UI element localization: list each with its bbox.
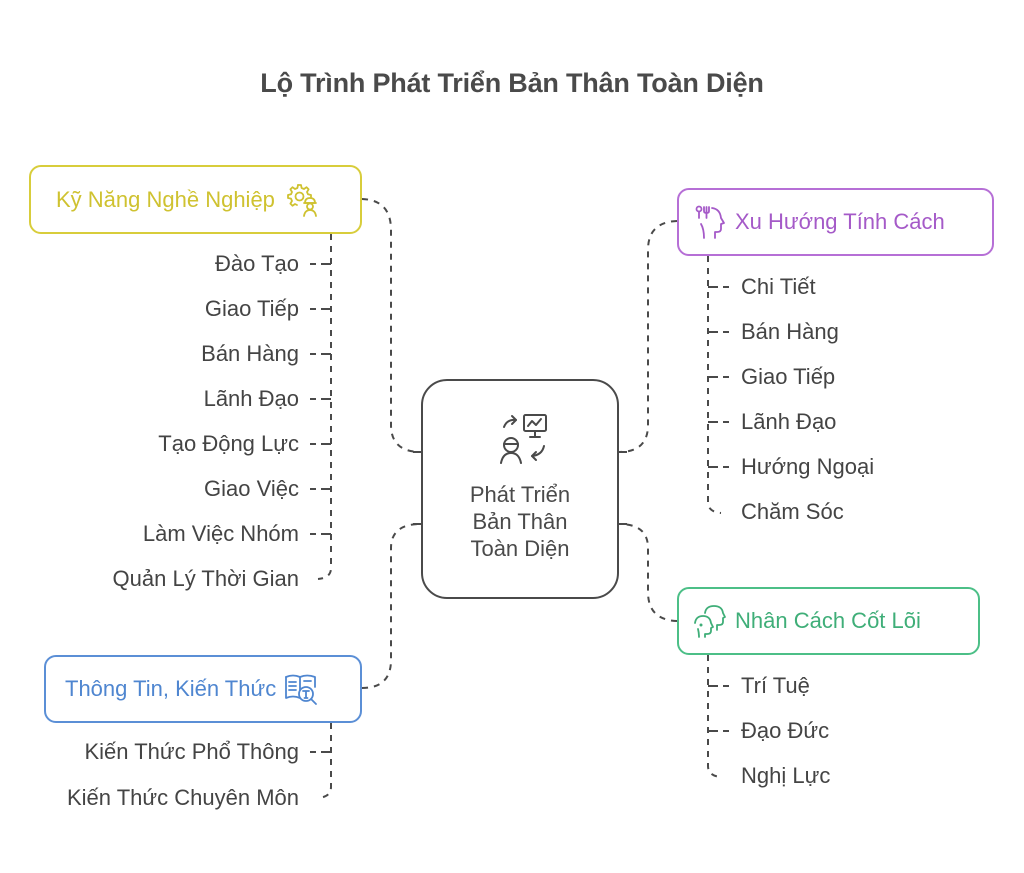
- branch-career-skills[interactable]: Kỹ Năng Nghề Nghiệp: [29, 165, 362, 234]
- head-preferences-icon: [695, 205, 725, 239]
- leaf-career-1[interactable]: Giao Tiếp: [204, 296, 299, 321]
- leaf-knowledge-0[interactable]: Kiến Thức Phổ Thông: [84, 739, 300, 764]
- leaf-personality-3[interactable]: Lãnh Đạo: [741, 409, 837, 434]
- leaf-personality-1[interactable]: Bán Hàng: [741, 319, 839, 344]
- leaf-character-0[interactable]: Trí Tuệ: [741, 673, 810, 698]
- leaf-career-0[interactable]: Đào Tạo: [215, 251, 299, 276]
- personal-growth-icon: [500, 414, 547, 464]
- leaf-career-3[interactable]: Lãnh Đạo: [203, 386, 299, 411]
- branch-knowledge-label: Thông Tin, Kiến Thức: [65, 676, 277, 701]
- branch-core-character[interactable]: Nhân Cách Cốt Lõi: [677, 587, 980, 655]
- branch-knowledge[interactable]: Thông Tin, Kiến Thức: [44, 655, 362, 723]
- branch-personality-tendency-label: Xu Hướng Tính Cách: [735, 209, 945, 234]
- leaf-personality-5[interactable]: Chăm Sóc: [741, 499, 844, 524]
- book-search-icon: [285, 674, 318, 705]
- leaf-personality-0[interactable]: Chi Tiết: [741, 274, 816, 299]
- central-node[interactable]: Phát Triển Bản Thân Toàn Diện: [421, 379, 619, 599]
- branch-career-skills-label: Kỹ Năng Nghề Nghiệp: [56, 186, 275, 212]
- leaf-personality-4[interactable]: Hướng Ngoại: [741, 454, 875, 479]
- central-label-line-3: Toàn Diện: [470, 536, 570, 561]
- central-label-line-1: Phát Triển: [469, 482, 571, 507]
- two-heads-icon: [694, 605, 726, 638]
- branch-core-character-label: Nhân Cách Cốt Lõi: [735, 608, 921, 633]
- gear-worker-icon: [287, 183, 317, 217]
- leaf-knowledge-1[interactable]: Kiến Thức Chuyên Môn: [67, 785, 299, 810]
- leaf-career-4[interactable]: Tạo Động Lực: [158, 431, 299, 456]
- leaf-character-2[interactable]: Nghị Lực: [741, 763, 831, 788]
- central-label-line-2: Bản Thân: [472, 509, 568, 534]
- leaf-career-2[interactable]: Bán Hàng: [201, 341, 299, 366]
- branch-personality-tendency[interactable]: Xu Hướng Tính Cách: [677, 188, 994, 256]
- leaf-career-5[interactable]: Giao Việc: [204, 476, 299, 501]
- leaf-career-7[interactable]: Quản Lý Thời Gian: [112, 566, 299, 591]
- leaf-personality-2[interactable]: Giao Tiếp: [741, 364, 836, 389]
- diagram-title: Lộ Trình Phát Triển Bản Thân Toàn Diện: [260, 68, 764, 98]
- central-node-label: Phát Triển Bản Thân Toàn Diện: [423, 481, 617, 562]
- leaf-career-6[interactable]: Làm Việc Nhóm: [142, 521, 299, 546]
- leaf-character-1[interactable]: Đạo Đức: [741, 718, 830, 743]
